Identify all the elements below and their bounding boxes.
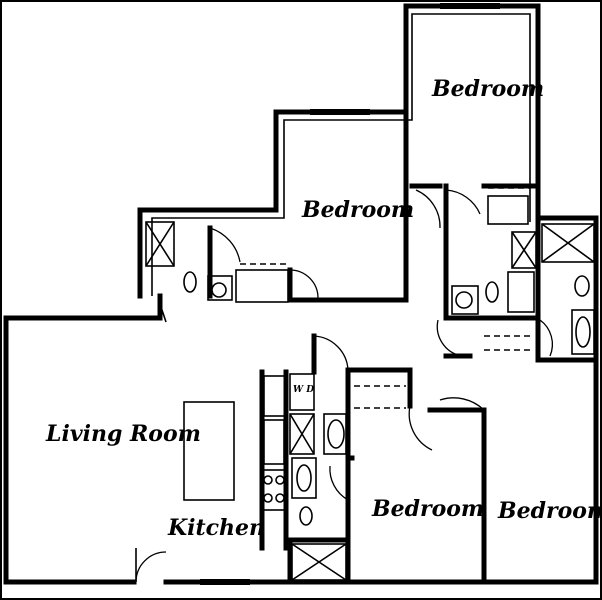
bedroom-upper-middle-label: Bedroom — [301, 197, 414, 223]
bath-right-cluster — [451, 223, 595, 355]
fridge — [263, 419, 285, 465]
washer-dryer — [289, 373, 315, 411]
door-swings — [135, 189, 553, 583]
kitchen-label: Kitchen — [167, 515, 265, 541]
kitchen-island — [183, 401, 235, 501]
bath-left — [145, 221, 289, 303]
kitchen-fixtures — [183, 375, 287, 511]
stove — [261, 469, 287, 511]
bedroom-lower-middle-label: Bedroom — [371, 496, 484, 522]
bedroom-lower-right-label: Bedroom — [497, 498, 602, 524]
living-room-label: Living Room — [45, 421, 201, 447]
windows — [200, 3, 500, 585]
closets-dashed — [240, 187, 534, 409]
washer-dryer-label: W D — [293, 385, 314, 395]
laundry-and-bath-mid — [289, 373, 347, 581]
kitchen-counter — [263, 375, 287, 417]
bedroom-top-right-label: Bedroom — [431, 76, 544, 102]
